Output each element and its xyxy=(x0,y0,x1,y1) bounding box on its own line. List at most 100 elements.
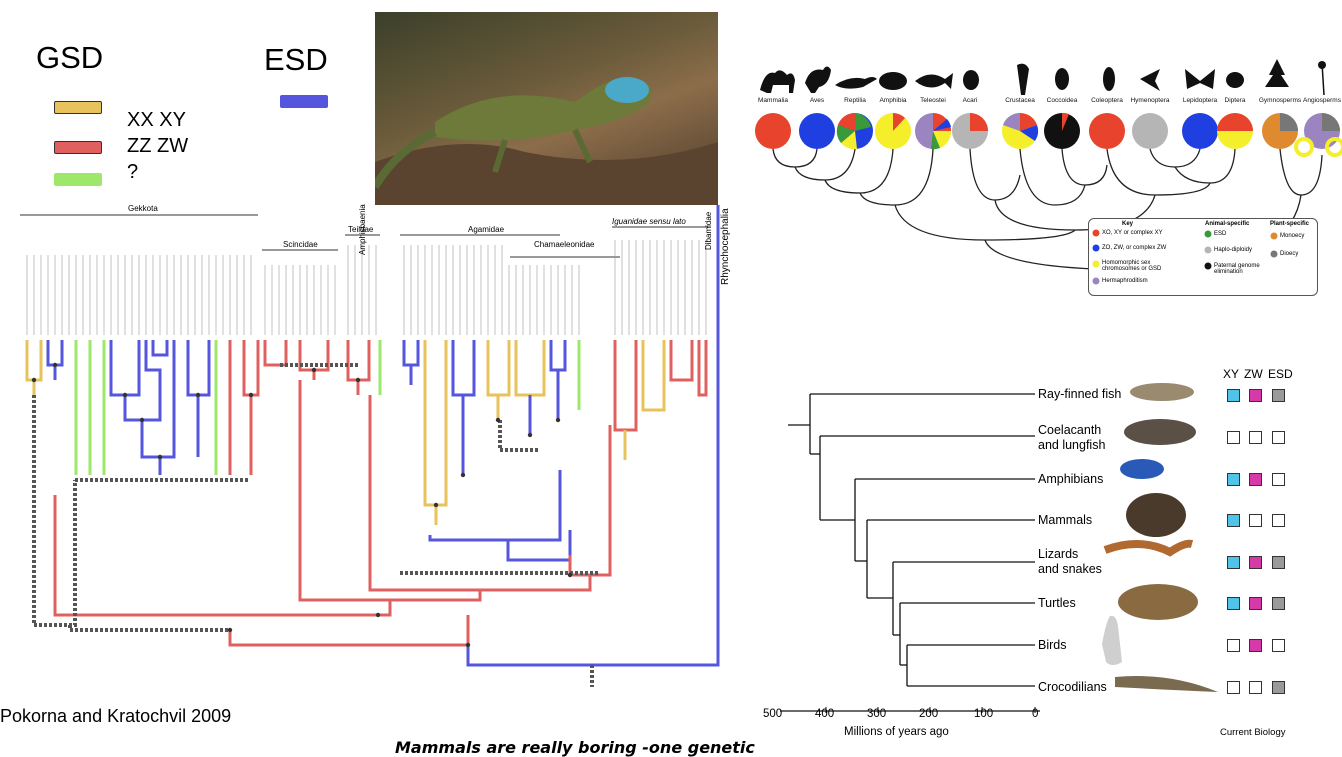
key-swatch-zw xyxy=(1092,244,1100,252)
clade-label-chamaeleonidae: Chamaeleonidae xyxy=(534,240,595,249)
taxon-reptilia: Reptilia xyxy=(844,97,866,104)
legend-label-unknown: ? xyxy=(127,161,139,183)
pie-lepidoptera xyxy=(1182,113,1218,149)
key-item-gsd: Homomorphic sex chromosomes or GSD xyxy=(1102,260,1162,272)
pie-gymnosperms xyxy=(1262,113,1298,149)
animal-illustrations xyxy=(1102,383,1218,692)
gull-illustration xyxy=(1102,615,1122,665)
vertebrate-phylogeny xyxy=(780,393,1040,713)
box-amph-xy xyxy=(1227,473,1240,486)
col-header-xy: XY xyxy=(1223,367,1240,381)
taxon-coccoidea: Coccoidea xyxy=(1047,97,1078,104)
row-label-mammals: Mammals xyxy=(1038,513,1093,527)
axis-tick-300: 300 xyxy=(867,708,887,720)
fly-icon xyxy=(1226,72,1244,88)
box-amph-esd xyxy=(1272,473,1285,486)
axis-tick-100: 100 xyxy=(974,708,994,720)
box-croc-xy xyxy=(1227,681,1240,694)
pie-diptera xyxy=(1217,113,1253,149)
box-coel-xy xyxy=(1227,431,1240,444)
taxon-aves: Aves xyxy=(810,97,825,104)
lizard-illustration xyxy=(375,77,718,205)
key-swatches xyxy=(1092,229,1278,285)
box-coel-zw xyxy=(1249,431,1262,444)
clade-label-teiidae: Teiidae xyxy=(348,225,374,234)
key-title: Key xyxy=(1122,221,1134,227)
legend-swatch-unknown xyxy=(54,173,102,186)
fish-icon xyxy=(915,73,953,89)
key-animal-pge: Paternal genome elimination xyxy=(1214,263,1260,275)
lizard-icon xyxy=(835,77,877,89)
axis-tick-0: 0 xyxy=(1032,708,1039,720)
pie-coleoptera xyxy=(1089,113,1125,149)
pie-crustacea xyxy=(1002,112,1039,149)
box-mamm-xy xyxy=(1227,514,1240,527)
box-turt-esd xyxy=(1272,597,1285,610)
taxon-crustacea: Crustacea xyxy=(1005,97,1035,104)
clade-label-scincidae: Scincidae xyxy=(283,240,318,249)
gsd-title: GSD xyxy=(36,40,104,75)
esd-title: ESD xyxy=(264,42,328,77)
tortoise-illustration xyxy=(1118,584,1198,620)
pie-mammalia xyxy=(755,113,791,149)
pie-amphibia xyxy=(875,113,911,149)
key-swatch-pge xyxy=(1204,262,1212,270)
box-liz-zw xyxy=(1249,556,1262,569)
axis-label: Millions of years ago xyxy=(844,726,949,738)
box-turt-zw xyxy=(1249,597,1262,610)
clade-label-agamidae: Agamidae xyxy=(468,225,505,234)
taxon-coleoptera: Coleoptera xyxy=(1091,97,1123,104)
col-header-esd: ESD xyxy=(1268,367,1293,381)
pie-acari xyxy=(952,113,988,149)
taxon-gymnosperms: Gymnosperms xyxy=(1259,97,1302,104)
frog-illustration xyxy=(1120,459,1164,479)
taxon-mammalia: Mammalia xyxy=(758,97,788,104)
box-mamm-esd xyxy=(1272,514,1285,527)
pie-hymenoptera xyxy=(1132,113,1168,149)
bear-illustration xyxy=(1126,493,1186,537)
squamate-phylogeny xyxy=(20,205,720,687)
key-swatch-haplo xyxy=(1204,246,1212,254)
pie-coccoidea xyxy=(1044,112,1080,149)
taxon-diptera: Diptera xyxy=(1225,97,1246,104)
axis-tick-500: 500 xyxy=(763,708,783,720)
row-label-amphibians: Amphibians xyxy=(1038,472,1104,486)
key-plant-dioecy: Dioecy xyxy=(1280,251,1299,257)
taxon-teleostei: Teleostei xyxy=(920,97,946,104)
clade-label-gekkota: Gekkota xyxy=(128,204,158,213)
row-label-crocodilians: Crocodilians xyxy=(1038,680,1107,694)
key-item-zw: ZO, ZW, or complex ZW xyxy=(1102,245,1167,251)
legend-label-xy: XX XY xyxy=(127,109,186,131)
pie-aves xyxy=(799,113,835,149)
source-label: Current Biology xyxy=(1220,727,1286,738)
esd-swatch xyxy=(280,95,328,108)
box-liz-xy xyxy=(1227,556,1240,569)
beetle-icon xyxy=(1103,67,1115,91)
wasp-icon xyxy=(1140,69,1160,91)
key-swatch-herm xyxy=(1092,277,1100,285)
key-animal-title: Animal-specific xyxy=(1205,221,1250,227)
clade-label-rhynchocephalia: Rhynchocephalia xyxy=(720,208,731,285)
taxon-angiosperms: Angiosperms xyxy=(1303,97,1342,104)
row-label-birds: Birds xyxy=(1038,638,1067,652)
box-coel-esd xyxy=(1272,431,1285,444)
box-turt-xy xyxy=(1227,597,1240,610)
legend-swatch-zw xyxy=(54,141,102,154)
box-croc-zw xyxy=(1249,681,1262,694)
key-plant-monoecy: Monoecy xyxy=(1280,233,1305,239)
box-mamm-zw xyxy=(1249,514,1262,527)
scale-insect-icon xyxy=(1055,68,1069,90)
legend-label-zw: ZZ ZW xyxy=(127,135,189,157)
butterfly-icon xyxy=(1185,69,1215,89)
box-amph-zw xyxy=(1249,473,1262,486)
fish-illustration xyxy=(1130,383,1194,401)
lizard-photo xyxy=(375,12,718,205)
pie-reptilia xyxy=(836,112,873,150)
key-item-xy: XO, XY or complex XY xyxy=(1102,230,1163,236)
box-bird-xy xyxy=(1227,639,1240,652)
box-bird-zw xyxy=(1249,639,1262,652)
coelacanth-illustration xyxy=(1124,419,1196,445)
pie-angiosperms xyxy=(1294,113,1342,157)
taxon-hymenoptera: Hymenoptera xyxy=(1130,97,1169,104)
key-swatch-monoecy xyxy=(1270,232,1278,240)
